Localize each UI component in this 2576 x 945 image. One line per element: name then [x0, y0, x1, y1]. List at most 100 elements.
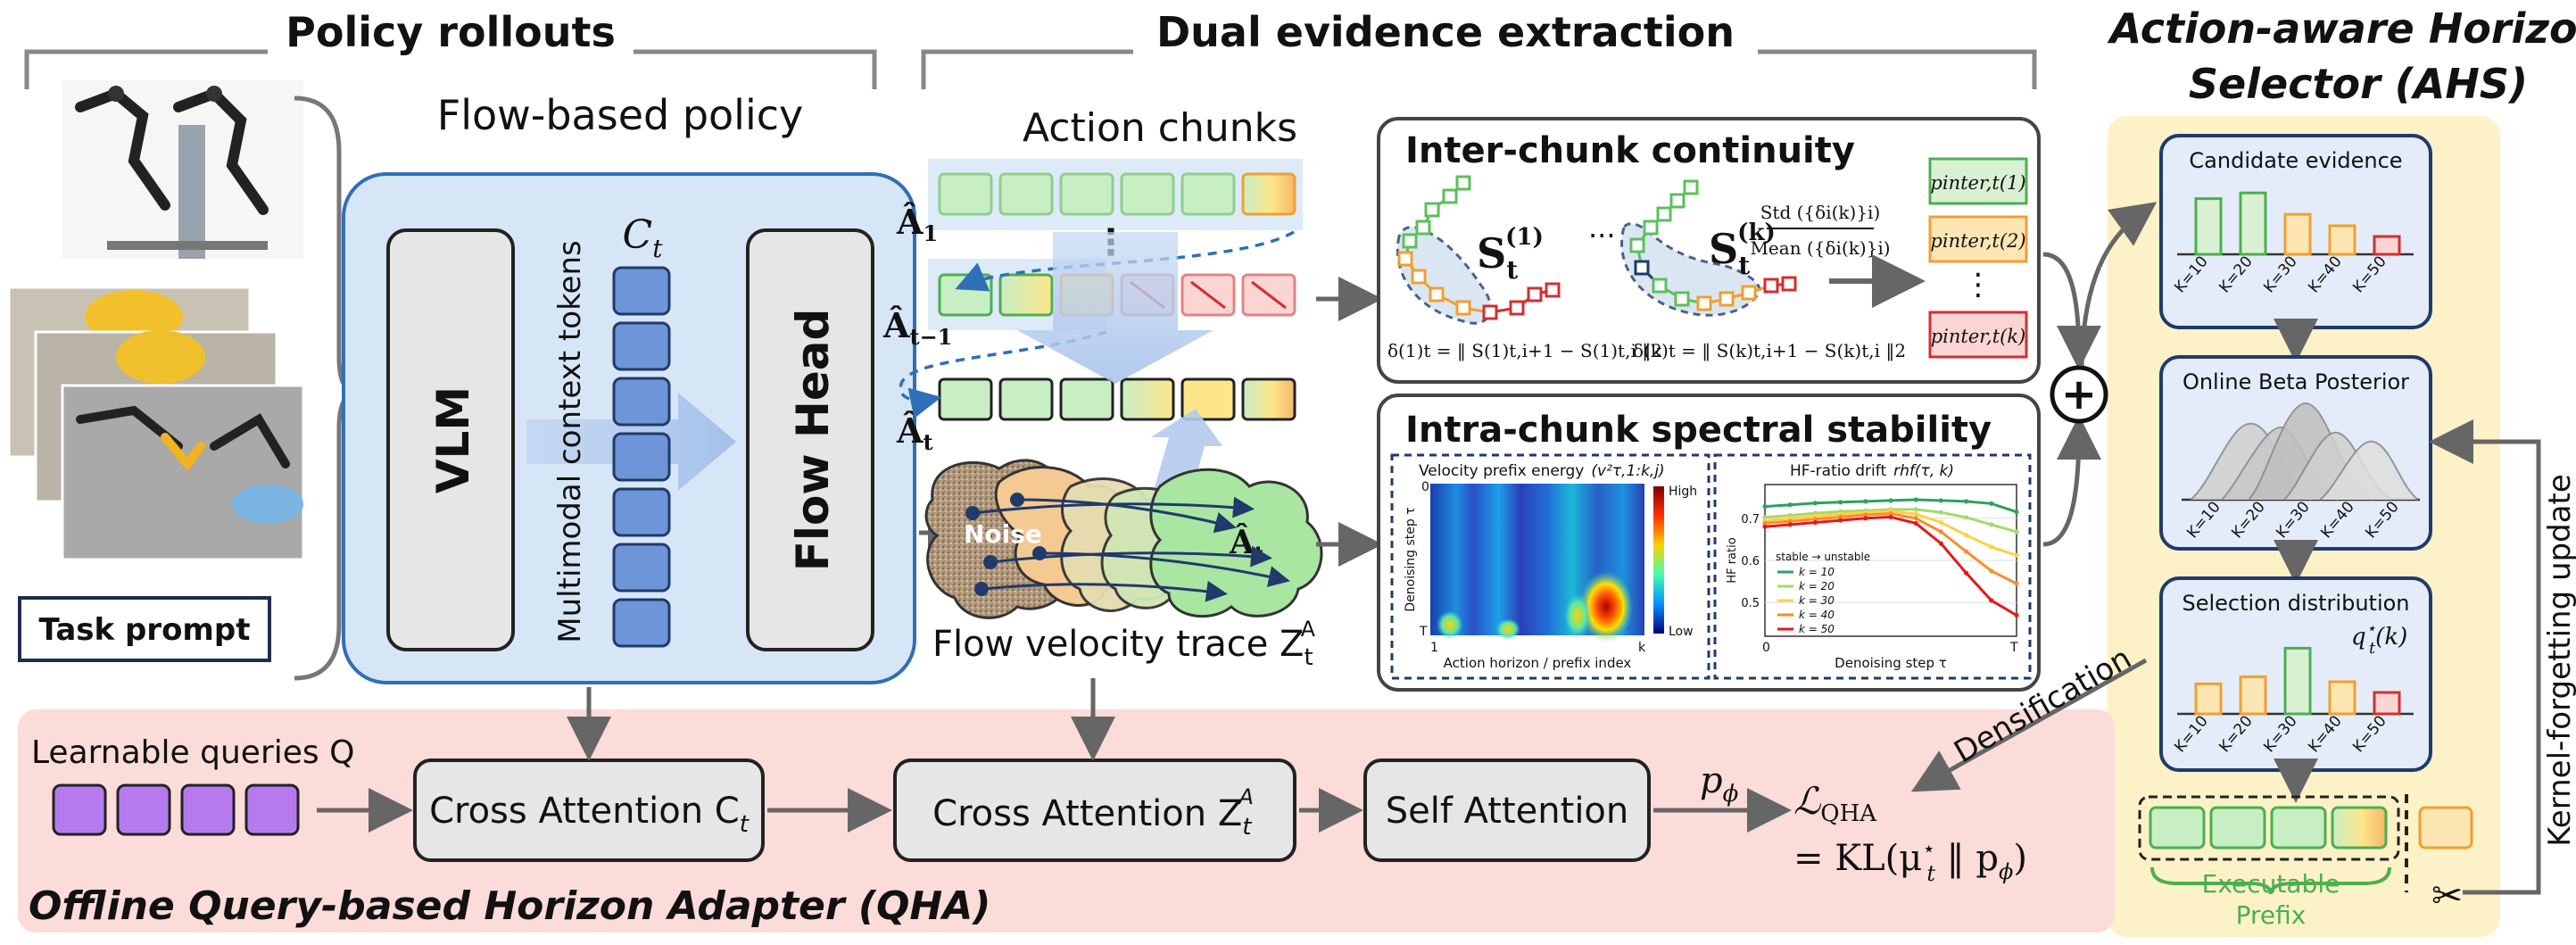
candidate-bar: [2194, 197, 2223, 256]
trajectory-point: [1455, 300, 1471, 316]
selection-q-label: q⋆t(k): [2351, 619, 2407, 658]
inter-formula-1: δ(1)t = ‖ S(1)t,i+1 − S(1)t,i ‖2: [1387, 340, 1662, 362]
hf-point: [1913, 507, 1918, 512]
trajectory-point: [1781, 276, 1797, 292]
inter-traj-1: St(1): [1396, 175, 1561, 325]
flow-head-label: Flow Head: [787, 309, 839, 572]
trajectory-point: [1411, 269, 1427, 285]
p-phi-label: pϕ: [1700, 760, 1739, 808]
hf-point: [1838, 514, 1843, 519]
robot-images: Task prompt: [7, 80, 358, 681]
inter-to-plus-arrow: [2042, 252, 2101, 370]
trajectory-point: [1643, 220, 1659, 236]
context-symbol: Ct: [623, 212, 664, 263]
selection-bar: [2283, 646, 2312, 716]
hf-point: [2014, 529, 2019, 535]
hf-point: [2014, 612, 2019, 618]
tokens-label: Multimodal context tokens: [552, 240, 588, 642]
heatmap-ylabel: Denoising step τ: [1404, 507, 1418, 611]
inter-probabilities: pinter,t(1) pinter,t(2) ⋮ pinter,t(k): [1928, 157, 2028, 359]
trajectory-point: [1415, 220, 1431, 236]
exec-cell: [2270, 806, 2327, 850]
inter-panel: [1377, 117, 2041, 384]
kernel-forgetting-arrow: [2429, 419, 2541, 895]
selection-bar: [2328, 680, 2357, 716]
hf-point: [1938, 510, 1943, 515]
chunk-cell: [998, 377, 1054, 421]
learnable-query: [180, 783, 236, 836]
chunk-cell: [1059, 377, 1114, 421]
hf-point: [1812, 517, 1818, 522]
ahs-title-line2: Selector (AHS): [2189, 60, 2528, 108]
trajectory-point: [1656, 206, 1672, 222]
hf-point: [1938, 541, 1943, 546]
hf-point: [1964, 549, 1969, 554]
hf-point: [1863, 516, 1868, 521]
p-inter-2: pinter,t(2): [1930, 230, 2025, 252]
hf-point: [1762, 524, 1768, 529]
cross-attention-z-label: Cross Attention ZtA: [932, 784, 1254, 841]
hf-legend-label: k = 50: [1799, 623, 1835, 635]
hf-point: [1913, 511, 1918, 517]
hf-point: [1964, 533, 1969, 538]
hf-point: [1787, 522, 1793, 527]
context-token: [612, 543, 671, 593]
heatmap-hotspot-3: [1437, 610, 1463, 639]
chunk-cell: [938, 377, 993, 421]
inter-formula-k: δ(k)t = ‖ S(k)t,i+1 − S(k)t,i ‖2: [1633, 340, 1906, 362]
task-prompt-label: Task prompt: [39, 612, 251, 648]
p-inter-2-box: [1928, 215, 2028, 263]
chunk-cell: [938, 172, 993, 216]
candidate-bar: [2283, 212, 2312, 256]
learnable-queries-label: Learnable queries Q: [31, 734, 354, 771]
exec-cell: [2149, 806, 2206, 850]
heatmap-title: Velocity prefix energy(v²τ,1:k,j): [1419, 462, 1665, 480]
trajectory-path: [1016, 498, 1237, 534]
exec-cell: [2209, 806, 2266, 850]
flow-blobs: Noise Ât: [924, 459, 1323, 619]
chunk-cell: [1059, 172, 1114, 216]
p-inter-1-box: [1928, 157, 2028, 205]
heatmap-x1: k: [1638, 641, 1646, 655]
hf-point: [1989, 568, 1994, 574]
context-tokens: Ct Multimodal context tokens: [552, 212, 671, 648]
selection-bar: [2373, 691, 2401, 716]
selection-title: Selection distribution: [2183, 591, 2410, 616]
context-token: [612, 432, 671, 482]
trajectory-point: [1652, 278, 1668, 294]
hf-point: [1964, 499, 1969, 504]
dual-section-title: Dual evidence extraction: [1156, 8, 1735, 56]
hf-point: [1812, 501, 1818, 506]
heatmap-colorbar: [1653, 486, 1664, 634]
chunk-cell: [998, 172, 1054, 216]
heatmap-hotspot: [1579, 571, 1633, 642]
plus-symbol: +: [2061, 369, 2097, 419]
trajectory-point: [1429, 286, 1445, 303]
hf-point: [1964, 515, 1969, 520]
hf-point: [1812, 519, 1818, 526]
learnable-query: [52, 783, 107, 836]
ratio-denominator: Mean ({δi(k)}i): [1750, 237, 1890, 259]
trajectory-path: [990, 545, 1272, 568]
trajectory-point: [1683, 179, 1699, 195]
executable-prefix: Executable Prefix ✂: [2138, 794, 2473, 930]
selection-bar: [2239, 675, 2267, 716]
trajectory-point: [1482, 304, 1498, 320]
hf-point: [1938, 529, 1943, 535]
trajectory-point: [1634, 260, 1650, 276]
hf-point: [1964, 570, 1969, 576]
hf-legend-label: k = 40: [1799, 609, 1835, 621]
trajectory-point: [1397, 251, 1413, 267]
hf-ylabel: HF ratio: [1726, 537, 1739, 583]
hf-xlabel: Denoising step τ: [1835, 655, 1947, 671]
heatmap-hotspot-2: [1564, 593, 1591, 638]
hf-point: [1762, 503, 1768, 510]
ratio-formula: Std ({δi(k)}i) Mean ({δi(k)}i): [1750, 202, 1890, 259]
intra-title: Intra-chunk spectral stability: [1405, 410, 1992, 451]
inter-title: Inter-chunk continuity: [1405, 130, 1855, 171]
loss-equation: = KL(μ⋆t ‖ pϕ): [1793, 836, 2027, 886]
candidate-bar: [2328, 224, 2357, 256]
chunk-curve-arrow-2: [899, 330, 1107, 419]
